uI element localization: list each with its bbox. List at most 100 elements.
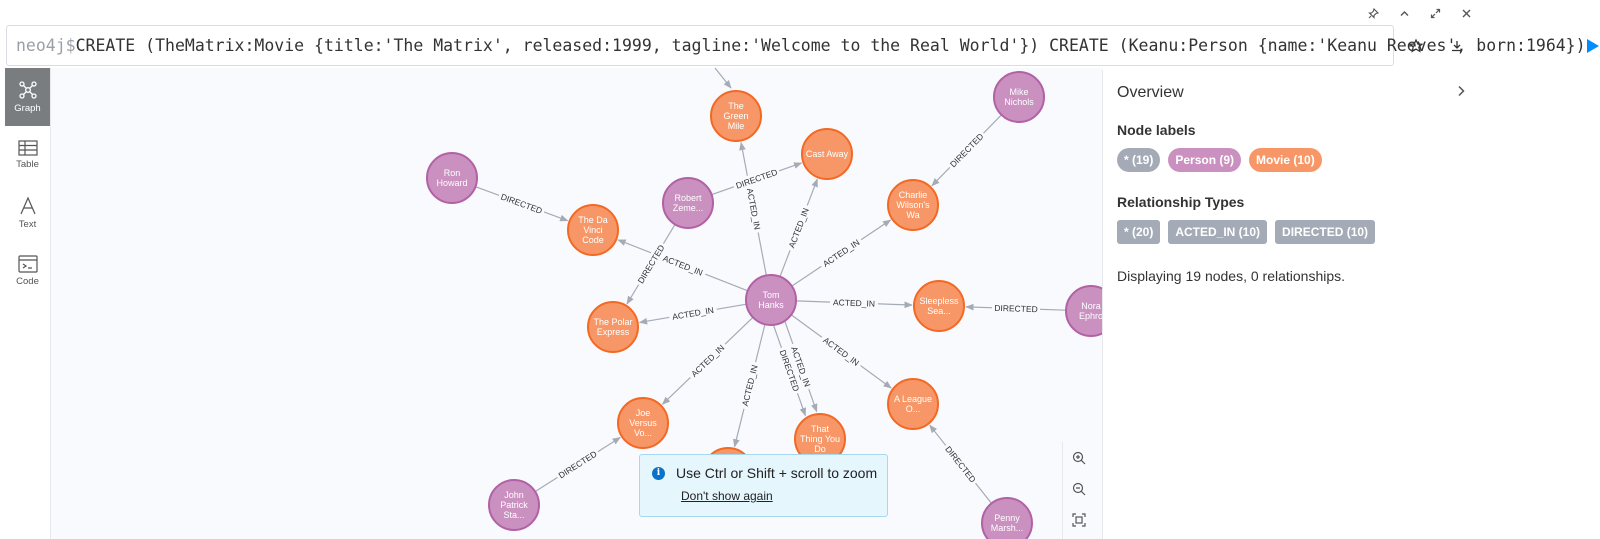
person-node-circle[interactable] bbox=[745, 274, 797, 326]
graph-node-sleepless[interactable]: SleeplessSea... bbox=[913, 280, 965, 332]
fit-to-screen-button[interactable] bbox=[1063, 504, 1094, 535]
overview-panel: Overview Node labels * (19) Person (9) M… bbox=[1102, 70, 1482, 539]
text-view-tab[interactable]: Text bbox=[5, 184, 50, 242]
node-caption: Zeme... bbox=[673, 203, 704, 213]
person-node-circle[interactable] bbox=[488, 479, 540, 531]
view-switcher: Graph Table Text Code bbox=[0, 68, 51, 539]
node-caption: Wa bbox=[906, 210, 919, 220]
movie-node-circle[interactable] bbox=[887, 378, 939, 430]
editor-prompt: neo4j$ bbox=[16, 36, 76, 55]
rel-type-acted-in-chip[interactable]: ACTED_IN (10) bbox=[1168, 220, 1268, 244]
code-view-tab[interactable]: Code bbox=[5, 242, 50, 300]
graph-edge[interactable] bbox=[714, 67, 732, 89]
relationship-type-chips: * (20) ACTED_IN (10) DIRECTED (10) bbox=[1117, 220, 1468, 244]
edge-label-background bbox=[731, 165, 782, 193]
table-view-tab[interactable]: Table bbox=[5, 126, 50, 184]
edge-label-background bbox=[991, 301, 1041, 316]
movie-node-circle[interactable] bbox=[710, 90, 762, 142]
node-caption: Hanks bbox=[758, 300, 784, 310]
node-caption: Cast Away bbox=[806, 149, 849, 159]
node-caption: Marsh... bbox=[991, 523, 1024, 533]
overview-summary: Displaying 19 nodes, 0 relationships. bbox=[1117, 268, 1346, 284]
movie-node-circle[interactable] bbox=[617, 397, 669, 449]
movie-node-circle[interactable] bbox=[567, 204, 619, 256]
chevron-up-icon[interactable] bbox=[1389, 0, 1420, 26]
overview-title: Overview bbox=[1117, 84, 1184, 101]
chevron-right-icon bbox=[1458, 85, 1465, 97]
graph-node-joe[interactable]: JoeVersusVo... bbox=[617, 397, 669, 449]
edge-label-background bbox=[668, 303, 718, 324]
node-caption: Sleepless bbox=[919, 296, 959, 306]
edge-label-background bbox=[829, 296, 879, 310]
collapse-panel-button[interactable] bbox=[1456, 84, 1466, 102]
edge-label: ACTED_IN bbox=[821, 335, 861, 368]
node-caption: Green bbox=[723, 111, 748, 121]
rel-type-directed-chip[interactable]: DIRECTED (10) bbox=[1275, 220, 1376, 244]
rel-type-all-chip[interactable]: * (20) bbox=[1117, 220, 1161, 244]
table-icon bbox=[17, 140, 38, 156]
node-caption: Express bbox=[597, 327, 630, 337]
close-icon[interactable] bbox=[1451, 0, 1482, 26]
person-node-circle[interactable] bbox=[426, 152, 478, 204]
graph-node-castaway[interactable]: Cast Away bbox=[801, 128, 853, 180]
node-caption: Ephro bbox=[1079, 311, 1103, 321]
person-node-circle[interactable] bbox=[993, 71, 1045, 123]
download-button[interactable] bbox=[1442, 31, 1472, 61]
person-node-circle[interactable] bbox=[981, 497, 1033, 539]
node-label-all-chip[interactable]: * (19) bbox=[1117, 148, 1161, 172]
edge-label-background bbox=[775, 345, 804, 396]
info-icon: i bbox=[652, 466, 665, 480]
movie-node-circle[interactable] bbox=[887, 179, 939, 231]
movie-node-circle[interactable] bbox=[801, 128, 853, 180]
graph-node-john[interactable]: JohnPatrickSta... bbox=[488, 479, 540, 531]
relationship-types-heading: Relationship Types bbox=[1117, 194, 1245, 210]
query-text[interactable]: CREATE (TheMatrix:Movie {title:'The Matr… bbox=[75, 36, 1586, 55]
favorite-button[interactable] bbox=[1401, 31, 1431, 61]
edge-label: DIRECTED bbox=[557, 449, 599, 481]
dont-show-again-link[interactable]: Don't show again bbox=[681, 489, 773, 503]
edge-label-background bbox=[784, 203, 813, 253]
zoom-hint-toast: i Use Ctrl or Shift + scroll to zoom Don… bbox=[639, 454, 888, 517]
graph-view-tab[interactable]: Graph bbox=[5, 68, 50, 126]
person-node-circle[interactable] bbox=[662, 177, 714, 229]
query-editor[interactable]: neo4j$ CREATE (TheMatrix:Movie {title:'T… bbox=[6, 25, 1599, 66]
edge-label-background bbox=[818, 332, 865, 371]
node-caption: The Polar bbox=[593, 317, 632, 327]
expand-icon[interactable] bbox=[1420, 0, 1451, 26]
node-caption: That bbox=[811, 424, 830, 434]
node-caption: Thing You bbox=[800, 434, 840, 444]
edge-label-background bbox=[941, 441, 981, 487]
zoom-in-button[interactable] bbox=[1063, 442, 1094, 473]
node-caption: A League bbox=[894, 394, 932, 404]
edge-label-background bbox=[633, 240, 669, 288]
node-caption: Penny bbox=[994, 513, 1020, 523]
zoom-out-button[interactable] bbox=[1063, 473, 1094, 504]
graph-node-league[interactable]: A LeagueO... bbox=[887, 378, 939, 430]
edge-label-background bbox=[496, 189, 547, 218]
pin-icon[interactable] bbox=[1358, 0, 1389, 26]
node-label-person-chip[interactable]: Person (9) bbox=[1168, 148, 1242, 172]
zoom-in-icon bbox=[1072, 451, 1085, 464]
run-query-button[interactable] bbox=[1586, 25, 1600, 66]
edge-label: DIRECTED bbox=[948, 131, 986, 169]
edge-label-background bbox=[738, 360, 762, 411]
download-icon bbox=[1452, 41, 1462, 52]
graph-node-penny[interactable]: PennyMarsh... bbox=[981, 497, 1033, 539]
node-label-movie-chip[interactable]: Movie (10) bbox=[1249, 148, 1322, 172]
graph-node-robert[interactable]: RobertZeme... bbox=[662, 177, 714, 229]
movie-node-circle[interactable] bbox=[587, 301, 639, 353]
node-caption: Versus bbox=[629, 418, 657, 428]
edge-label-background bbox=[554, 446, 602, 483]
window-controls bbox=[1358, 0, 1482, 26]
movie-node-circle[interactable] bbox=[913, 280, 965, 332]
